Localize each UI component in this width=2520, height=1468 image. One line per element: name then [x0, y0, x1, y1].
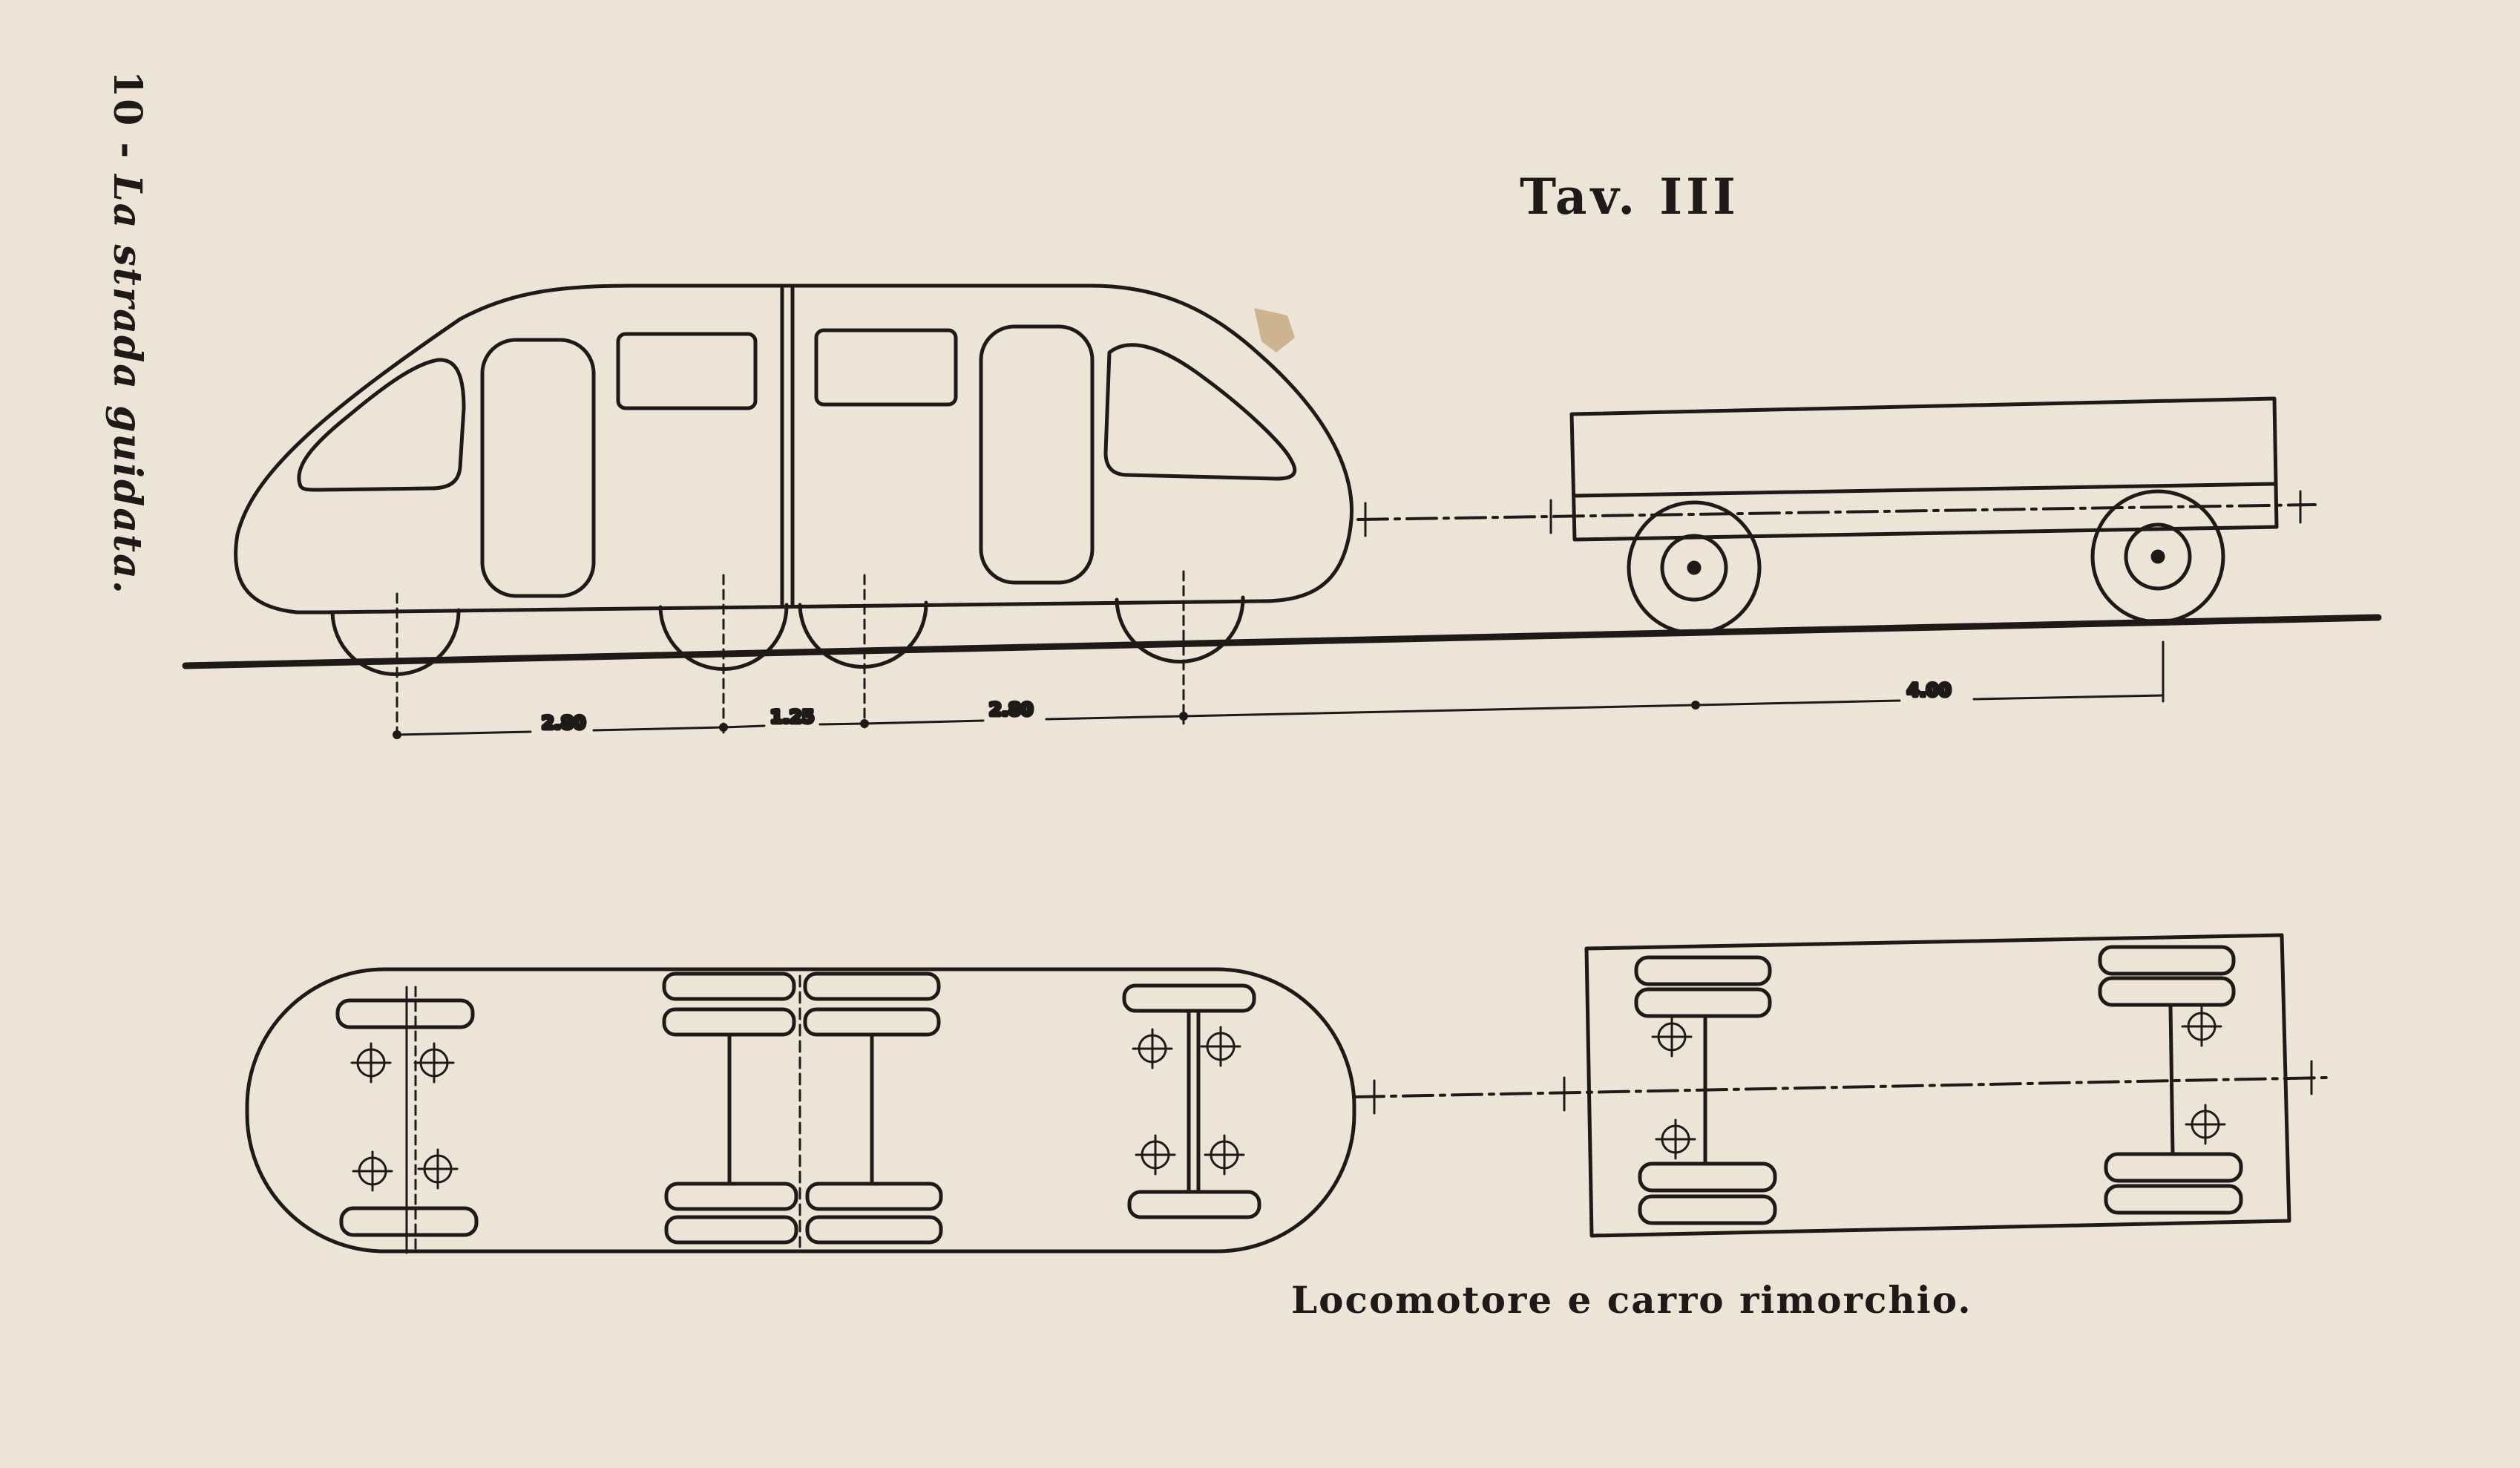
plan-wheel: [2104, 1184, 2243, 1215]
bolt-icon: [1655, 1118, 1696, 1160]
dimension-dot: [1179, 712, 1188, 721]
bolt-icon: [1132, 1028, 1173, 1069]
plan-axle: [2168, 1003, 2175, 1156]
dimension-line: [1972, 694, 2165, 701]
trailer-wheel: [1627, 500, 1762, 635]
plan-wheel: [2104, 1152, 2243, 1183]
trailer-wheel: [2090, 489, 2225, 624]
figure-caption: Locomotore e carro rimorchio.: [1291, 1278, 1972, 1322]
dimension-line: [592, 726, 725, 732]
dimension-dot: [860, 719, 869, 728]
locomotive-plan: [245, 967, 1356, 1254]
plan-wheel: [805, 1182, 943, 1211]
plan-wheel: [664, 1215, 798, 1245]
dimension-label: 2.80: [989, 699, 1033, 720]
trailer-body: [1569, 396, 2279, 542]
dimension-line: [1045, 704, 1697, 721]
bolt-icon: [1200, 1026, 1241, 1067]
trailer-plan: [1584, 933, 2291, 1238]
bolt-icon: [350, 1042, 392, 1084]
bolt-icon: [2181, 1006, 2222, 1047]
coupling-line: [1353, 1076, 2328, 1098]
plan-wheel: [335, 998, 475, 1029]
dimension-label: 2.80: [542, 712, 585, 733]
side-view: 2.80 1.25 2.80 4.00: [182, 284, 2382, 739]
coupling-line: [1356, 503, 2317, 521]
window-upper-1: [616, 332, 758, 410]
bolt-icon: [1204, 1134, 1245, 1176]
dimension-line: [863, 719, 985, 725]
front-window: [297, 358, 466, 492]
dimension-line: [1694, 699, 1901, 707]
bolt-icon: [2185, 1104, 2226, 1145]
plan-wheel: [803, 1007, 941, 1037]
plan-wheel: [339, 1206, 479, 1237]
wheel: [1115, 595, 1245, 663]
bolt-icon: [413, 1042, 455, 1084]
rear-window: [1103, 343, 1297, 481]
window-upper-2: [814, 328, 958, 407]
dimension-label: 1.25: [770, 707, 814, 727]
plan-wheel: [2098, 945, 2236, 976]
plan-wheel: [805, 1215, 943, 1245]
plan-view: [245, 933, 2328, 1254]
dimension-dot: [393, 730, 401, 739]
door-rear: [979, 324, 1095, 585]
plate-title: Tav. III: [1520, 168, 1739, 226]
door-front: [480, 338, 596, 598]
bolt-icon: [352, 1150, 393, 1192]
paper-speck: [1254, 308, 1295, 353]
trailer-rail: [1572, 482, 2277, 498]
wheel: [798, 600, 928, 669]
dimension-dot: [719, 723, 728, 732]
trailer-axle: [1687, 560, 1702, 575]
ground-line: [182, 614, 2382, 669]
plan-wheel: [662, 971, 796, 1001]
plan-wheel: [662, 1007, 796, 1037]
plan-wheel: [1122, 983, 1256, 1013]
dimension-line: [722, 724, 766, 729]
trailer-axle: [2150, 549, 2165, 564]
plan-wheel: [1634, 987, 1772, 1018]
plan-wheel: [803, 971, 941, 1001]
plan-wheel: [664, 1182, 798, 1211]
trailer-hub: [2124, 522, 2192, 591]
bolt-icon: [1651, 1016, 1693, 1058]
plan-wheel: [1634, 955, 1772, 986]
bolt-icon: [1135, 1134, 1176, 1176]
plan-wheel: [1638, 1194, 1777, 1225]
plan-wheel: [1638, 1161, 1777, 1193]
bolt-icon: [417, 1148, 459, 1190]
plan-wheel: [2098, 976, 2236, 1007]
dimension-line: [396, 730, 532, 736]
locomotive-body: [234, 284, 1353, 615]
trailer-hub: [1660, 534, 1728, 602]
dimension-dot: [1691, 701, 1700, 710]
plan-wheel: [1127, 1190, 1261, 1219]
dimension-label: 4.00: [1907, 680, 1951, 701]
